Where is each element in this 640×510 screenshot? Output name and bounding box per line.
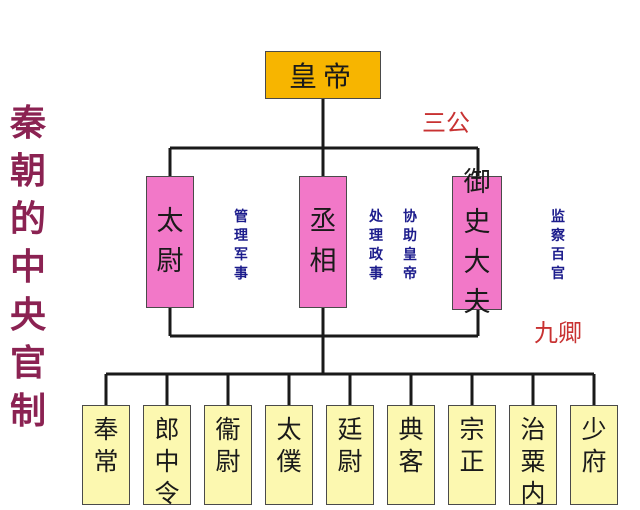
connector-lines: [104, 99, 596, 405]
jiuqing-box-tingwei: 廷尉: [326, 405, 374, 505]
jiuqing-label-shaofu: 少府: [581, 415, 607, 476]
jiuqing-box-shaofu: 少府: [570, 405, 618, 505]
jiuqing-box-taipu: 太僕: [265, 405, 313, 505]
sangong-label: 三公: [422, 109, 470, 137]
jiuqing-label-zongzheng: 宗正: [459, 415, 485, 476]
chengxiang-box: 丞相: [299, 176, 347, 308]
jiuqing-label-taipu: 太僕: [276, 415, 302, 476]
jiuqing-label-langzhongling: 郎中令: [154, 415, 180, 508]
jiuqing-label-weiwei: 衞尉: [215, 415, 241, 476]
jiuqing-box-zhisu-neishi: 治粟内: [509, 405, 557, 508]
chengxiang-duty-text-1: 处理政事: [369, 209, 383, 282]
taiwei-label: 太尉: [156, 206, 184, 277]
diagram-title: 秦朝的中央官制: [9, 103, 46, 432]
taiwei-duty-text: 管理军事: [234, 209, 248, 282]
yushi-dafu-label: 御史大夫: [463, 167, 491, 318]
taiwei-box: 太尉: [146, 176, 194, 308]
jiuqing-label-fengchang: 奉常: [93, 415, 119, 476]
jiuqing-label: 九卿: [534, 319, 582, 347]
jiuqing-label-zhisu-neishi: 治粟内: [520, 415, 546, 508]
yushi-dafu-box: 御史大夫: [452, 167, 502, 318]
jiuqing-box-dianke: 典客: [387, 405, 435, 505]
jiuqing-box-langzhongling: 郎中令: [143, 405, 191, 508]
emperor-box: 皇帝: [265, 51, 381, 99]
jiuqing-box-weiwei: 衞尉: [204, 405, 252, 505]
emperor-label: 皇帝: [288, 60, 357, 93]
chengxiang-label: 丞相: [309, 206, 337, 277]
jiuqing-label-dianke: 典客: [398, 415, 424, 476]
jiuqing-box-fengchang: 奉常: [82, 405, 130, 505]
jiuqing-label-tingwei: 廷尉: [337, 415, 363, 476]
chengxiang-duty-text-2: 协助皇帝: [403, 209, 417, 282]
yushi-dafu-duty-text: 监察百官: [551, 209, 565, 282]
jiuqing-box-zongzheng: 宗正: [448, 405, 496, 505]
